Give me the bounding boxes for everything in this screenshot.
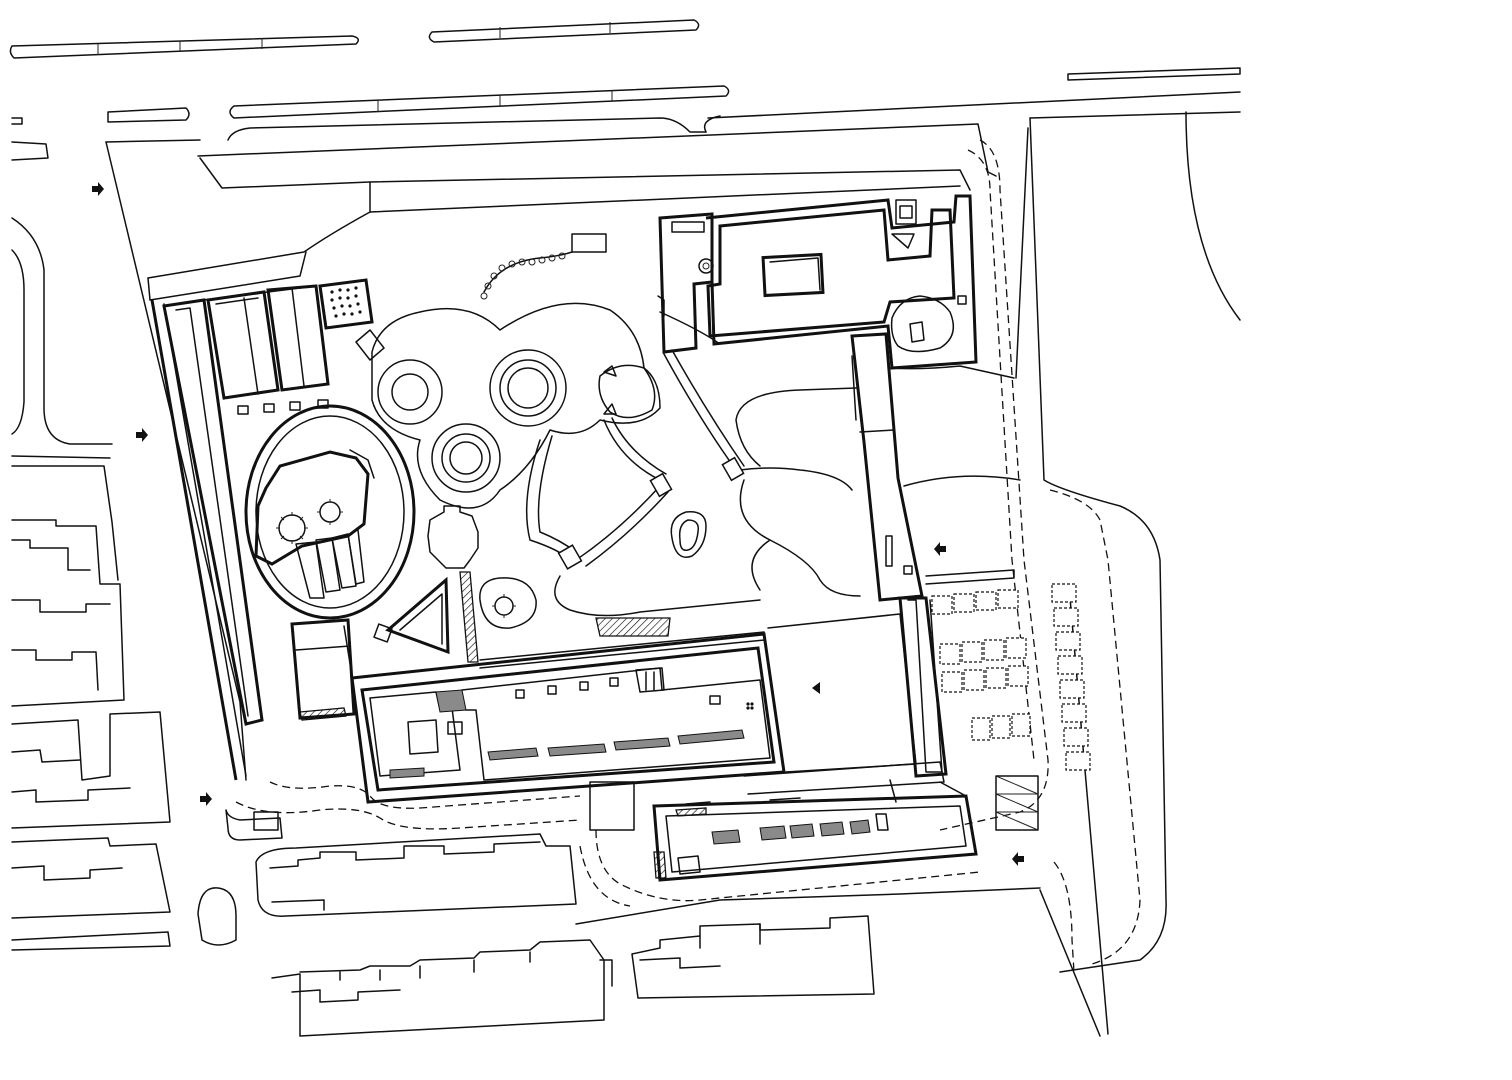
entrance-arrow-icon [1012, 852, 1024, 866]
west-neighbourhood [11, 139, 283, 951]
tree-icon [479, 577, 537, 629]
parking-column-east [1051, 583, 1091, 771]
bicycle-shed [995, 775, 1039, 831]
parking-row-3 [971, 713, 1031, 741]
parking-row-1 [931, 589, 1019, 615]
east-wing [850, 332, 1021, 778]
perimeter-driveway [235, 139, 1141, 973]
tree-icon [317, 499, 343, 525]
sports-courts [162, 284, 330, 726]
parking-row-2 [939, 637, 1029, 693]
south-housing [255, 833, 1041, 1037]
central-classroom-building [290, 613, 917, 804]
park-landscape [371, 233, 861, 669]
entrance-arrow-icon [92, 182, 104, 196]
entrance-arrow-icon [200, 792, 212, 806]
parking-area [931, 583, 1091, 831]
entrance-arrow-icon [934, 542, 946, 556]
north-east-building [657, 194, 978, 370]
perforated-pavilion [318, 278, 385, 361]
tree-icon [276, 512, 308, 544]
entrance-arrows [92, 182, 1024, 866]
south-east-building [589, 761, 978, 882]
site-boundary [147, 111, 1241, 1037]
round-courtyard-building [244, 404, 416, 620]
street-strips-north [9, 19, 1241, 161]
entrance-arrow-icon [136, 428, 148, 442]
